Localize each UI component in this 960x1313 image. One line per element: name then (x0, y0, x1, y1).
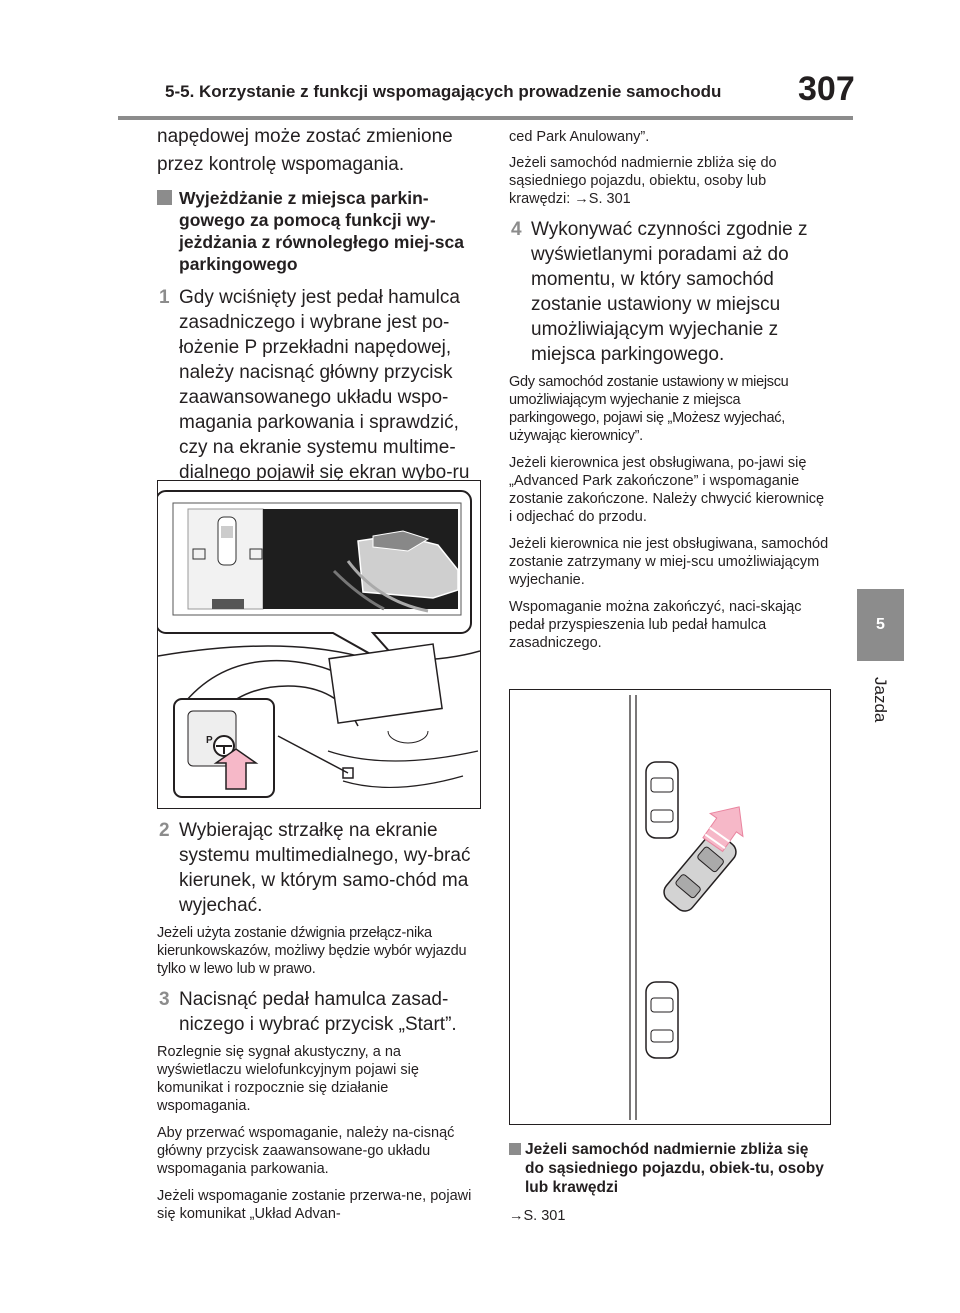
intro-text: napędowej może zostać zmienione przez ko… (157, 126, 453, 175)
chapter-label: Jazda (871, 677, 890, 723)
step-number: 2 (159, 820, 170, 841)
square-bullet-icon (157, 190, 172, 205)
step-2: 2 Wybierając strzałkę na ekranie systemu… (157, 818, 479, 918)
left-column: napędowej może zostać zmienione przez ko… (157, 123, 479, 516)
step-text: Wykonywać czynności zgodnie z wyświetlan… (531, 219, 808, 365)
right-column-lower: Jeżeli samochód nadmiernie zbliża się do… (509, 1140, 829, 1234)
running-header: 5-5. Korzystanie z funkcji wspomagającyc… (165, 82, 722, 101)
step-text: Nacisnąć pedał hamulca zasad-niczego i w… (179, 989, 457, 1035)
step-text: Gdy wciśnięty jest pedał hamulca zasadni… (179, 287, 470, 508)
page-number: 307 (798, 70, 855, 108)
subsection-heading-text: Jeżeli samochód nadmiernie zbliża się do… (525, 1141, 824, 1196)
header-rule (118, 116, 853, 120)
note-text: Gdy samochód zostanie ustawiony w miejsc… (509, 374, 789, 444)
step-3: 3 Nacisnąć pedał hamulca zasad-niczego i… (157, 987, 479, 1037)
parking-illustration (629, 695, 744, 1120)
note-text: Jeżeli kierownica jest obsługiwana, po-j… (509, 455, 825, 525)
right-column: ced Park Anulowany”. Jeżeli samochód nad… (509, 128, 829, 661)
dashboard-figure: P (157, 480, 481, 809)
step-1: 1 Gdy wciśnięty jest pedał hamulca zasad… (157, 285, 479, 510)
note-text: Jeżeli użyta zostanie dźwignia przełącz-… (157, 925, 467, 977)
note-text: Aby przerwać wspomaganie, należy na-cisn… (157, 1125, 455, 1177)
step-4: 4 Wykonywać czynności zgodnie z wyświetl… (509, 217, 829, 367)
note-text: Jeżeli kierownica nie jest obsługiwana, … (509, 536, 829, 588)
section-heading-text: Wyjeżdżanie z miejsca parkin-gowego za p… (179, 188, 464, 274)
step-text: Wybierając strzałkę na ekranie systemu m… (179, 820, 471, 916)
p-button-label: P (206, 735, 213, 746)
note-text: ced Park Anulowany”. (509, 129, 650, 145)
note-text: Rozlegnie się sygnał akustyczny, a na wy… (157, 1044, 419, 1114)
subsection-heading: Jeżeli samochód nadmiernie zbliża się do… (509, 1140, 829, 1197)
step-number: 4 (511, 219, 522, 240)
reference-text: →S. 301 (509, 1208, 566, 1224)
parking-figure (509, 689, 831, 1125)
note-text: Wspomaganie można zakończyć, naci-skając… (509, 599, 802, 651)
step-number: 1 (159, 287, 170, 308)
note-text: Jeżeli samochód nadmiernie zbliża się do… (509, 155, 777, 207)
section-heading: Wyjeżdżanie z miejsca parkin-gowego za p… (157, 187, 479, 275)
note-text: Jeżeli wspomaganie zostanie przerwa-ne, … (157, 1188, 472, 1222)
dashboard-illustration: P (158, 490, 480, 798)
square-bullet-icon (509, 1143, 521, 1155)
step-number: 3 (159, 989, 170, 1010)
chapter-tab: 5 (857, 589, 904, 661)
left-column-lower: 2 Wybierając strzałkę na ekranie systemu… (157, 818, 479, 1232)
